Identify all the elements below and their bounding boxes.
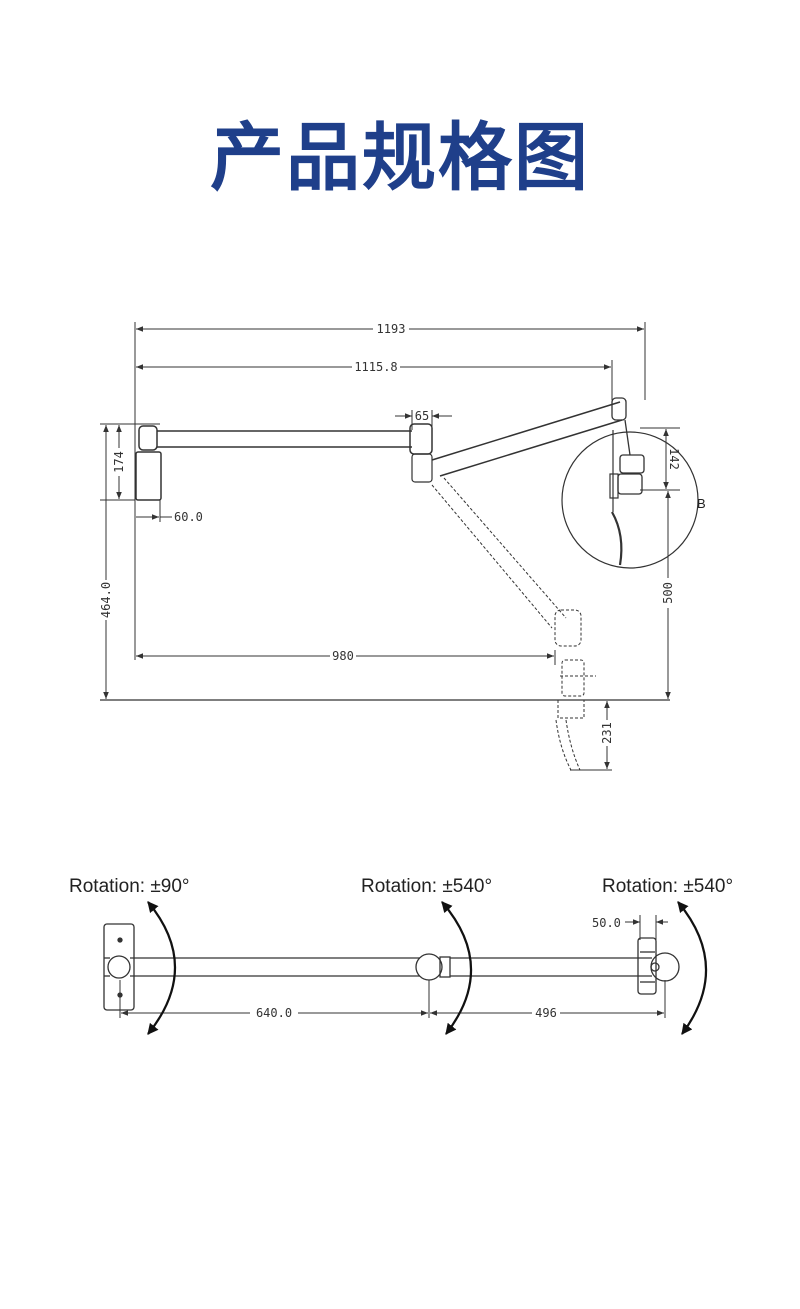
rotation-arc-left	[147, 901, 176, 1035]
label-clamp-height: 500	[661, 582, 675, 604]
rotation-label-mid: Rotation: ±540°	[361, 876, 492, 897]
side-view-labels: 1193 1115.8 65 174 60.0 464.0 980 500 14…	[99, 322, 706, 746]
label-plate-height: 174	[112, 451, 126, 473]
wall-plate	[135, 451, 162, 501]
label-plate-depth: 60.0	[174, 510, 203, 524]
top-view-labels: Rotation: ±90° Rotation: ±540° Rotation:…	[69, 876, 733, 1020]
top-head-joint	[650, 952, 680, 982]
rotation-arc-right	[677, 901, 708, 1035]
elbow-joint	[409, 423, 433, 455]
side-view	[100, 322, 699, 773]
clamp-post	[554, 609, 582, 647]
top-middle-joint	[415, 953, 443, 981]
label-arm2: 496	[535, 1006, 557, 1020]
rotation-label-left: Rotation: ±90°	[69, 876, 190, 897]
label-arm1: 640.0	[256, 1006, 292, 1020]
detail-label-b: B	[697, 496, 706, 511]
label-bracket: 142	[667, 448, 681, 470]
label-offset: 50.0	[592, 916, 621, 930]
detail-circle-b	[561, 431, 699, 569]
label-lower-reach: 980	[332, 649, 354, 663]
rotation-arc-mid	[441, 901, 473, 1035]
upper-arm	[138, 425, 158, 451]
label-total-width: 1193	[377, 322, 406, 336]
top-view	[103, 915, 680, 1018]
page-title: 产品规格图	[210, 115, 590, 201]
label-reach: 1115.8	[354, 360, 397, 374]
rotation-label-right: Rotation: ±540°	[602, 876, 733, 897]
label-total-height: 464.0	[99, 582, 113, 618]
top-wall-plate	[103, 923, 135, 1011]
tilt-head	[619, 454, 645, 474]
label-clamp-drop: 231	[600, 722, 614, 744]
rotation-arcs	[147, 901, 708, 1035]
label-joint: 65	[415, 409, 429, 423]
